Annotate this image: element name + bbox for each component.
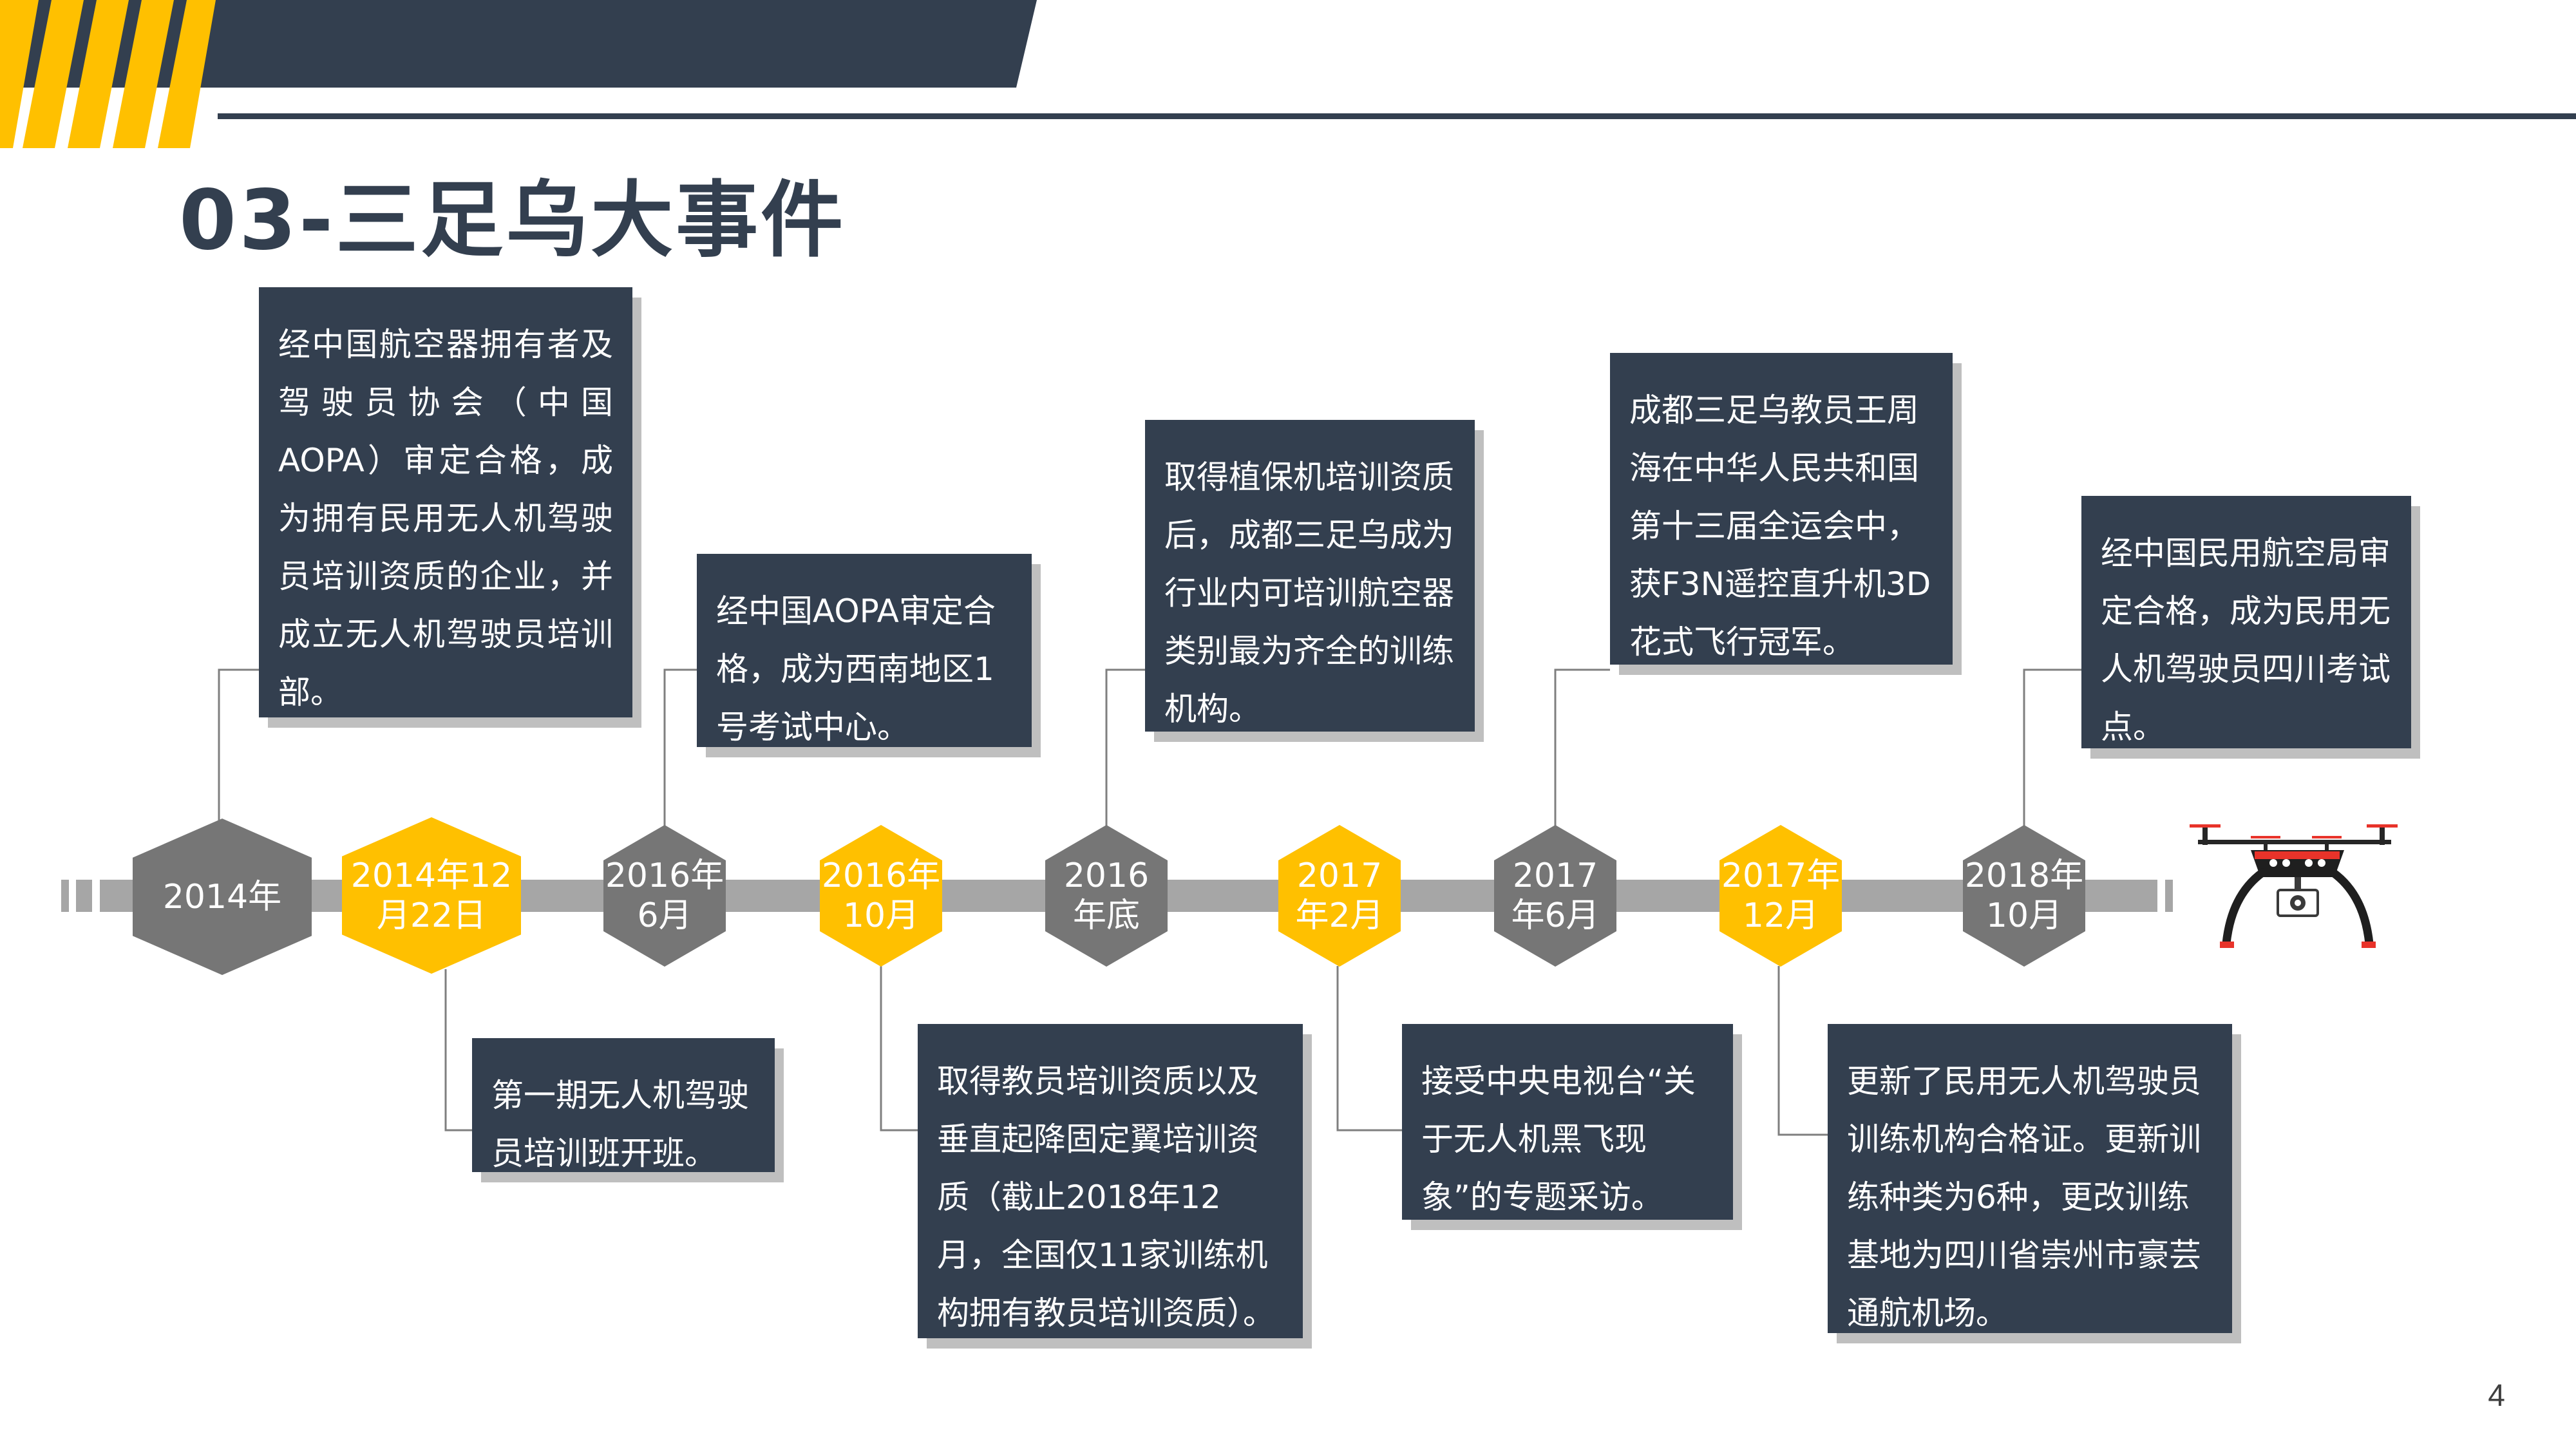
event-card-2016-06: 经中国AOPA审定合格，成为西南地区1号考试中心。 [697, 554, 1032, 747]
event-card-2017-02: 接受中央电视台“关于无人机黑飞现象”的专题采访。 [1402, 1024, 1733, 1220]
timeline-connectors [218, 668, 2081, 1136]
event-card-2017-12: 更新了民用无人机驾驶员训练机构合格证。更新训练种类为6种，更改训练基地为四川省崇… [1828, 1024, 2232, 1333]
event-card-2016-10: 取得教员培训资质以及垂直起降固定翼培训资质（截止2018年12月，全国仅11家训… [918, 1024, 1303, 1338]
drone-icon [2190, 824, 2398, 948]
event-card-2016-end: 取得植保机培训资质后，成都三足乌成为行业内可培训航空器类别最为齐全的训练机构。 [1145, 420, 1475, 732]
event-card-2014-12: 第一期无人机驾驶员培训班开班。 [472, 1038, 775, 1172]
header-decoration [0, 0, 2576, 148]
timeline-node-2018-10: 2018年 10月 [1963, 825, 2085, 967]
page-number: 4 [2488, 1379, 2505, 1413]
event-card-2014: 经中国航空器拥有者及驾驶员协会（中国AOPA）审定合格，成为拥有民用无人机驾驶员… [259, 287, 632, 717]
timeline-node-2017-06: 2017 年6月 [1494, 825, 1616, 967]
timeline-node-2017-12: 2017年 12月 [1719, 825, 1842, 967]
page-title: 03-三足乌大事件 [179, 173, 846, 269]
event-card-2017-06: 成都三足乌教员王周海在中华人民共和国第十三届全运会中，获F3N遥控直升机3D花式… [1610, 353, 1953, 665]
event-card-2018-10: 经中国民用航空局审定合格，成为民用无人机驾驶员四川考试点。 [2081, 496, 2411, 748]
